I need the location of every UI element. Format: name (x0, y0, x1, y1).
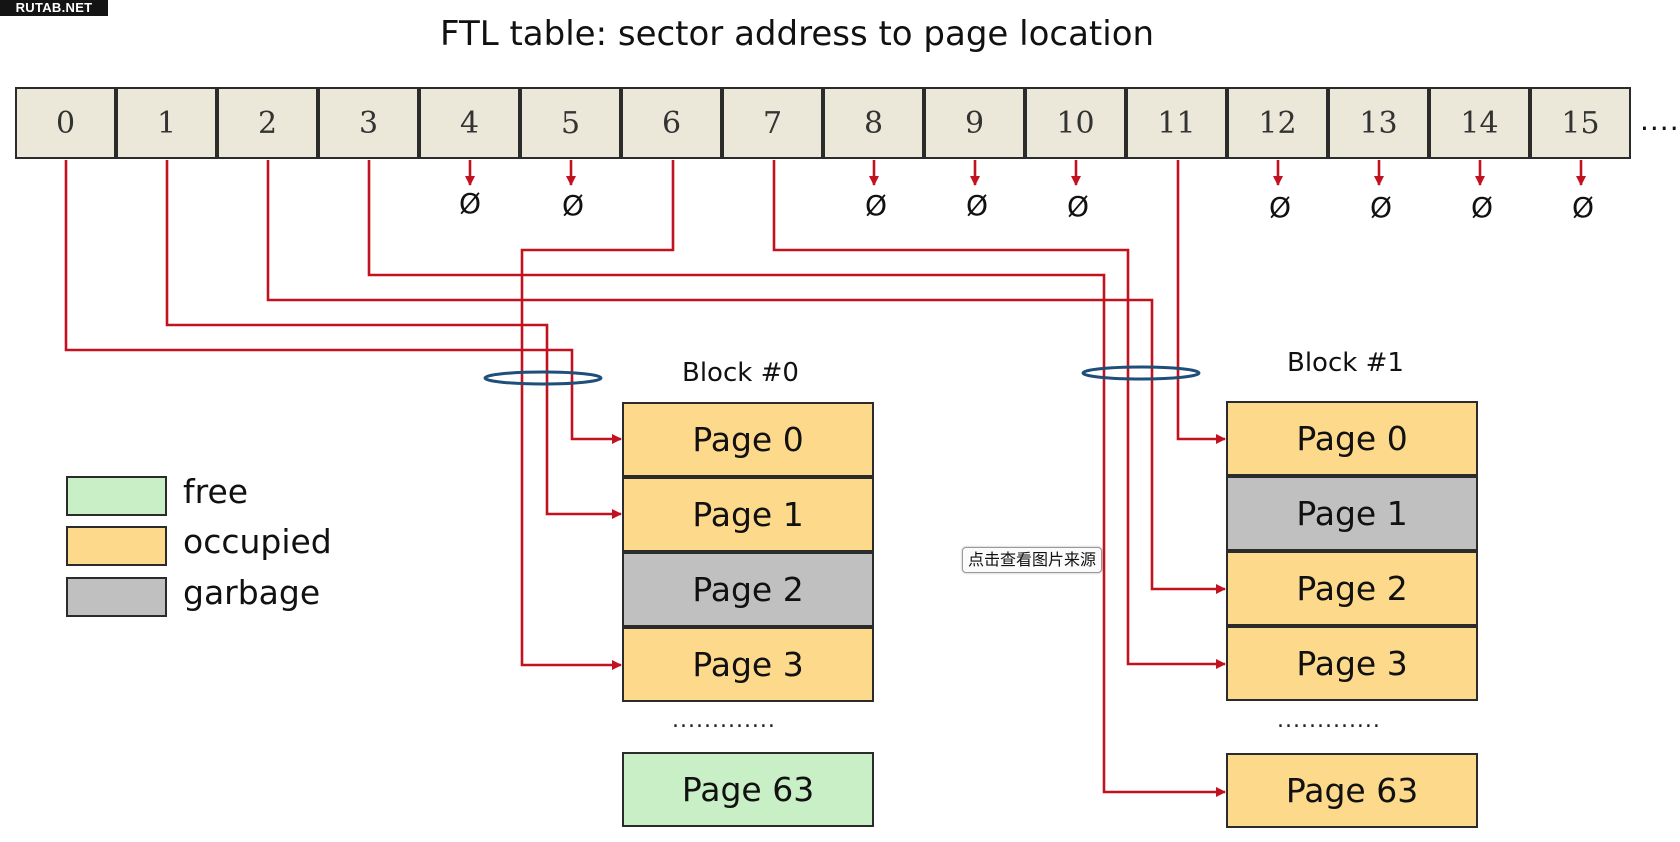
legend-label-garbage: garbage (183, 573, 321, 612)
arrow-sector-3 (367, 160, 1226, 797)
ftl-cell-15: 15 (1530, 87, 1631, 159)
block-0-label: Block #0 (682, 358, 799, 388)
ftl-cell-8: 8 (823, 87, 924, 159)
bundle-ellipse-left (483, 370, 603, 386)
block-0-page-0: Page 0 (622, 402, 874, 477)
ftl-cell-7: 7 (722, 87, 823, 159)
legend-label-free: free (183, 472, 249, 511)
block-1-page-63: Page 63 (1226, 753, 1478, 828)
arrow-sector-0 (64, 160, 622, 444)
block-1-page-2: Page 2 (1226, 551, 1478, 626)
arrow-sector-6 (520, 160, 675, 670)
ftl-cell-4: 4 (419, 87, 520, 159)
block-1-page-1: Page 1 (1226, 476, 1478, 551)
block-0-page-63: Page 63 (622, 752, 874, 827)
arrow-sector-7 (772, 160, 1226, 669)
watermark: RUTAB.NET (0, 0, 108, 16)
ftl-cell-0: 0 (15, 87, 116, 159)
ftl-cell-9: 9 (924, 87, 1025, 159)
ftl-cell-5: 5 (520, 87, 621, 159)
ftl-cell-12: 12 (1227, 87, 1328, 159)
block-0-page-1: Page 1 (622, 477, 874, 552)
ftl-cell-14: 14 (1429, 87, 1530, 159)
null-symbol-10: Ø (1067, 190, 1089, 223)
block-1-label: Block #1 (1287, 348, 1404, 378)
block-1-page-0: Page 0 (1226, 401, 1478, 476)
arrow-sector-11 (1176, 160, 1226, 444)
block-0-page-2: Page 2 (622, 552, 874, 627)
legend-swatch-garbage (66, 577, 167, 617)
null-symbol-12: Ø (1269, 191, 1291, 224)
null-symbol-4: Ø (459, 187, 481, 220)
null-symbol-15: Ø (1572, 191, 1594, 224)
null-symbol-13: Ø (1370, 191, 1392, 224)
arrow-sector-2 (266, 160, 1226, 594)
null-symbol-5: Ø (562, 189, 584, 222)
null-symbol-9: Ø (966, 189, 988, 222)
bundle-ellipse-right (1081, 365, 1201, 381)
ftl-cell-1: 1 (116, 87, 217, 159)
legend-swatch-occupied (66, 526, 167, 566)
diagram-title: FTL table: sector address to page locati… (440, 14, 1155, 54)
ftl-cell-13: 13 (1328, 87, 1429, 159)
null-symbol-8: Ø (865, 189, 887, 222)
ftl-cell-6: 6 (621, 87, 722, 159)
block-1-page-3: Page 3 (1226, 626, 1478, 701)
table-continuation: .... (1640, 104, 1680, 137)
block-0-gap: ............. (672, 708, 776, 733)
legend-swatch-free (66, 476, 167, 516)
null-symbol-14: Ø (1471, 191, 1493, 224)
block-0-page-3: Page 3 (622, 627, 874, 702)
ftl-cell-2: 2 (217, 87, 318, 159)
ftl-cell-11: 11 (1126, 87, 1227, 159)
legend-label-occupied: occupied (183, 522, 332, 561)
block-1-gap: ............. (1277, 708, 1381, 733)
ftl-cell-10: 10 (1025, 87, 1126, 159)
image-source-tooltip[interactable]: 点击查看图片来源 (962, 547, 1103, 573)
arrow-sector-1 (165, 160, 622, 519)
ftl-cell-3: 3 (318, 87, 419, 159)
